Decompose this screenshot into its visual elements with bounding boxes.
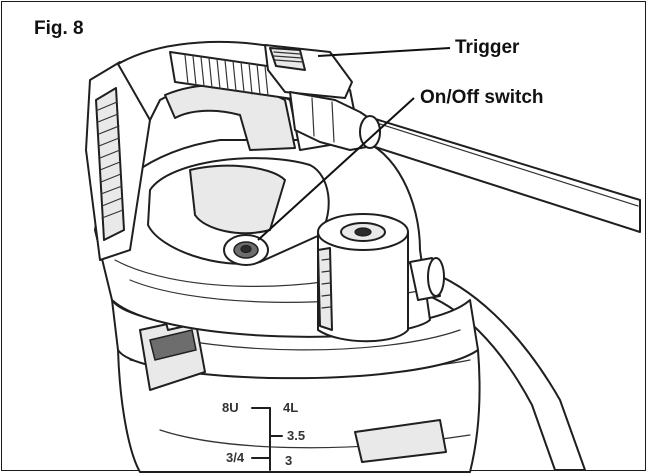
trigger-callout-label: Trigger — [455, 37, 520, 58]
on-off-switch-callout-label: On/Off switch — [420, 87, 544, 108]
scale-mark: 3/4 — [226, 450, 245, 465]
grip-ribs — [97, 101, 124, 219]
scale-mark: 4L — [283, 400, 298, 415]
scale-mark: 3.5 — [287, 428, 305, 443]
figure-number: Fig. 8 — [34, 18, 84, 39]
nozzle-coupling — [289, 91, 381, 151]
trigger — [264, 44, 353, 99]
on-off-switch — [223, 234, 269, 266]
scale-mark: 3 — [285, 453, 292, 468]
hose-connector — [409, 257, 445, 301]
volume-scale: 8U 4L 3.5 3/4 3 — [222, 400, 305, 471]
scale-mark: 8U — [222, 400, 239, 415]
filler-cap — [317, 213, 409, 343]
trigger-leader — [317, 47, 451, 57]
switch-leader — [257, 97, 415, 241]
